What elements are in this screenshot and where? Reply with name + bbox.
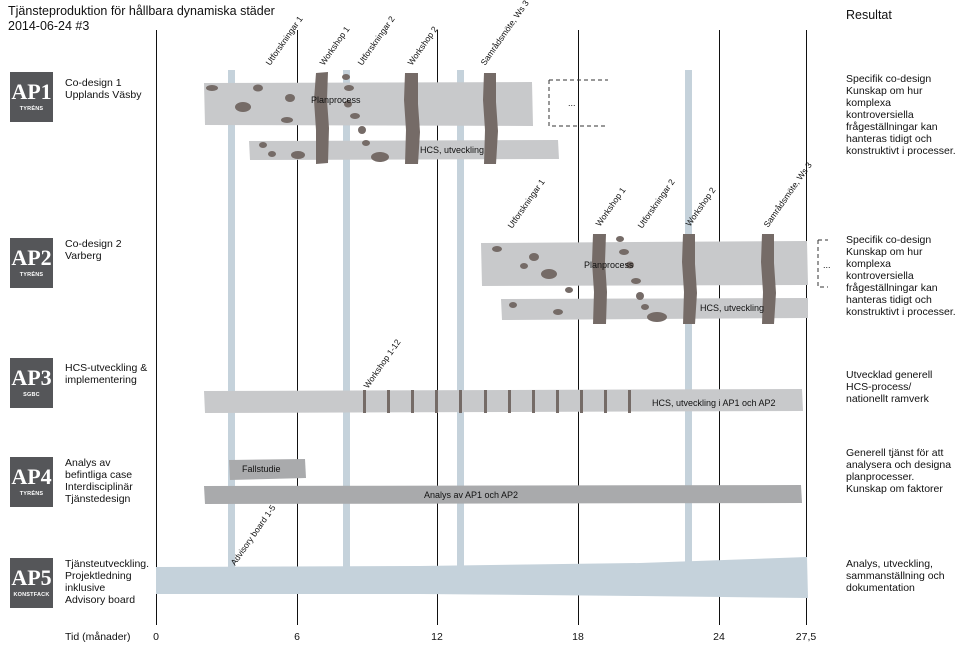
month-gridlines bbox=[156, 30, 807, 625]
ap2-planprocess-bar bbox=[481, 241, 808, 286]
ap3-org: SGBC bbox=[23, 392, 40, 398]
ap5-org: KONSTFACK bbox=[13, 592, 50, 598]
ap1-workshop-1-pillar bbox=[314, 72, 329, 164]
ap2-planprocess-label: Planprocess bbox=[584, 260, 634, 270]
ap2-milestone-utforskningar-2: Utforskningar 2 bbox=[635, 177, 676, 230]
ap5-milestone-advisory-board: Advisory board 1-5 bbox=[228, 503, 277, 567]
result-heading: Resultat bbox=[846, 8, 892, 22]
tick-label-12: 12 bbox=[431, 631, 443, 643]
page-title: Tjänsteproduktion för hållbara dynamiska… bbox=[8, 4, 275, 34]
tick-label-0: 0 bbox=[153, 631, 159, 643]
ap1-milestone-workshop-2: Workshop 2 bbox=[405, 24, 439, 67]
ap1-milestone-utforskningar-1: Utforskningar 1 bbox=[263, 14, 304, 67]
ap2-hcs-label: HCS, utveckling bbox=[700, 303, 764, 313]
ap4-analys-bar bbox=[204, 485, 802, 504]
advisory-line-3 bbox=[457, 70, 464, 570]
ap2-workshop-2-pillar bbox=[682, 234, 697, 324]
ap2-milestone-workshop-1: Workshop 1 bbox=[593, 185, 627, 228]
ap1-workshop-3-pillar bbox=[483, 73, 498, 164]
ap5-description: Tjänsteutveckling. Projektledning inklus… bbox=[65, 558, 150, 606]
ap4-description: Analys av befintliga case Interdisciplin… bbox=[65, 457, 133, 505]
ap2-org: TYRÉNS bbox=[19, 272, 44, 278]
ap1-workshop-pillars bbox=[314, 72, 498, 164]
date-line: 2014-06-24 #3 bbox=[8, 19, 90, 33]
axis-title: Tid (månader) bbox=[65, 631, 131, 643]
ap3-milestone-workshops: Workshop 1-12 bbox=[361, 337, 402, 390]
ap1-description: Co-design 1 Upplands Väsby bbox=[65, 77, 142, 101]
ap4-fallstudie-label: Fallstudie bbox=[242, 464, 281, 474]
ap2-workshop-pillars bbox=[592, 234, 776, 324]
ap1-continuation-bracket bbox=[548, 79, 608, 127]
ap1-exploration-pebbles bbox=[206, 74, 389, 162]
ap4-result: Generell tjänst för att analysera och de… bbox=[846, 447, 952, 495]
ap1-box: AP1 TYRÉNS bbox=[10, 72, 53, 122]
ap5-box: AP5 KONSTFACK bbox=[10, 558, 53, 608]
ap1-continuation-label: ... bbox=[568, 98, 576, 108]
ap4-box: AP4 TYRÉNS bbox=[10, 457, 53, 507]
ap1-org: TYRÉNS bbox=[19, 106, 44, 112]
tick-label-27-5: 27,5 bbox=[795, 631, 817, 643]
ap2-code: AP2 bbox=[11, 245, 52, 270]
ap1-hcs-label: HCS, utveckling bbox=[420, 145, 484, 155]
tick-label-6: 6 bbox=[294, 631, 300, 643]
advisory-line-2 bbox=[343, 70, 350, 570]
ap2-box: AP2 TYRÉNS bbox=[10, 238, 53, 288]
ap1-planprocess-bar bbox=[204, 82, 533, 126]
ap4-org: TYRÉNS bbox=[19, 491, 44, 497]
ap2-continuation-bracket bbox=[817, 239, 828, 288]
ap5-code: AP5 bbox=[11, 565, 52, 590]
tick-label-24: 24 bbox=[713, 631, 725, 643]
ap3-code: AP3 bbox=[11, 365, 52, 390]
advisory-line-1 bbox=[228, 70, 235, 570]
ap1-result: Specifik co-design Kunskap om hur komple… bbox=[846, 73, 956, 157]
ap5-band bbox=[156, 557, 808, 598]
ap4-analys-label: Analys av AP1 och AP2 bbox=[424, 490, 518, 500]
ap5-result: Analys, utveckling, sammanställning och … bbox=[846, 558, 945, 594]
ap2-description: Co-design 2 Varberg bbox=[65, 238, 122, 262]
ap2-continuation-label: ... bbox=[823, 260, 831, 270]
ap2-workshop-1-pillar bbox=[592, 234, 607, 324]
ap3-box: AP3 SGBC bbox=[10, 358, 53, 408]
ap1-workshop-2-pillar bbox=[404, 73, 420, 164]
ap3-hcs-bar bbox=[204, 389, 803, 413]
ap2-result: Specifik co-design Kunskap om hur komple… bbox=[846, 234, 956, 318]
ap1-code: AP1 bbox=[11, 79, 52, 104]
ap3-description: HCS-utveckling & implementering bbox=[65, 362, 148, 386]
ap2-milestone-utforskningar-1: Utforskningar 1 bbox=[505, 177, 546, 230]
tick-label-18: 18 bbox=[572, 631, 584, 643]
title-line: Tjänsteproduktion för hållbara dynamiska… bbox=[8, 4, 275, 18]
ap1-milestone-workshop-1: Workshop 1 bbox=[317, 24, 351, 67]
ap1-milestone-samradsmote: Samrådsmöte, Ws 3 bbox=[478, 0, 531, 67]
ap3-workshop-ticks bbox=[363, 390, 631, 413]
ap3-hcs-label: HCS, utveckling i AP1 och AP2 bbox=[652, 398, 776, 408]
ap1-milestone-utforskningar-2: Utforskningar 2 bbox=[355, 14, 396, 67]
ap2-workshop-3-pillar bbox=[761, 234, 776, 324]
ap4-fallstudie-bar bbox=[229, 459, 306, 480]
ap4-code: AP4 bbox=[11, 464, 52, 489]
ap2-hcs-bar bbox=[501, 298, 808, 320]
ap1-planprocess-label: Planprocess bbox=[311, 95, 361, 105]
ap3-result: Utvecklad generell HCS-process/ nationel… bbox=[846, 369, 933, 405]
ap2-exploration-pebbles bbox=[492, 236, 667, 322]
